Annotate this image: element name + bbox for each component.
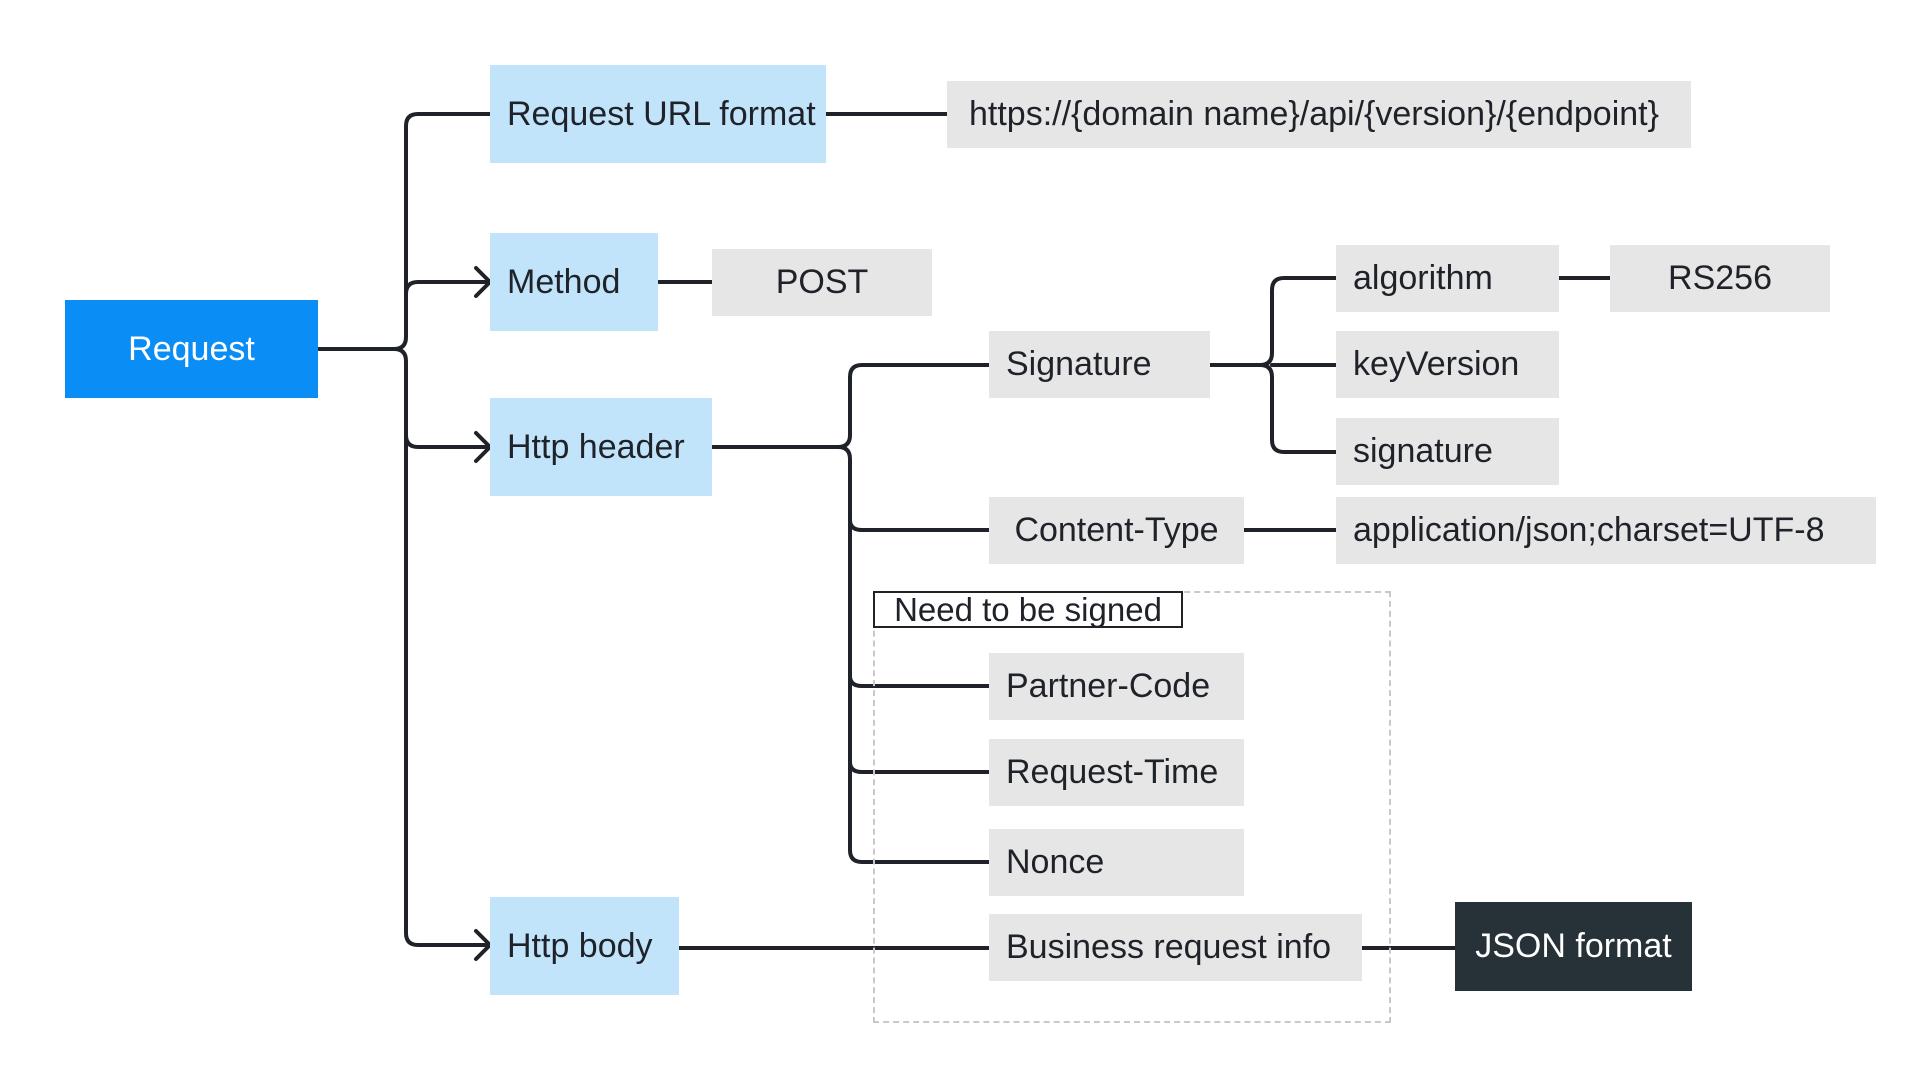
signed-group-title: Need to be signed [873,591,1183,628]
request-time-label: Request-Time [1006,753,1219,791]
connector-root-bottom [392,347,492,947]
method-label: Method [507,262,621,301]
content-type-node[interactable]: Content-Type [989,497,1244,564]
connector-header-down [836,445,991,864]
business-request-info-label: Business request info [1006,928,1332,966]
content-type-value: application/json;charset=UTF-8 [1353,511,1825,549]
http-header-node[interactable]: Http header [490,398,712,496]
business-request-info-node[interactable]: Business request info [989,914,1362,981]
connector-signature-down [1258,363,1338,454]
method-node[interactable]: Method [490,233,658,331]
partner-code-node[interactable]: Partner-Code [989,653,1244,720]
connector-to-method [404,280,492,296]
connector-request-time [848,760,991,774]
root-request-label: Request [128,329,255,368]
key-version-node[interactable]: keyVersion [1336,331,1559,398]
connector-content-type [848,518,991,532]
signature-label: Signature [1006,345,1152,383]
signature-node[interactable]: Signature [989,331,1210,398]
algorithm-label: algorithm [1353,259,1493,297]
root-request-node[interactable]: Request [65,300,318,398]
connector-header-trunk [711,363,991,449]
http-body-node[interactable]: Http body [490,897,679,995]
nonce-node[interactable]: Nonce [989,829,1244,896]
nonce-label: Nonce [1006,843,1105,881]
request-time-node[interactable]: Request-Time [989,739,1244,806]
http-body-label: Http body [507,926,653,965]
key-version-label: keyVersion [1353,345,1520,383]
method-value-node[interactable]: POST [712,249,932,316]
connector-partner-code [848,674,991,688]
signature-field-node[interactable]: signature [1336,418,1559,485]
request-url-format-node[interactable]: Request URL format [490,65,826,163]
json-format-label: JSON format [1475,927,1672,965]
url-format-value: https://{domain name}/api/{version}/{end… [969,95,1659,133]
json-format-node[interactable]: JSON format [1455,902,1692,991]
signature-field-label: signature [1353,432,1493,470]
connector-signature-trunk [1208,276,1338,367]
content-type-value-node[interactable]: application/json;charset=UTF-8 [1336,497,1876,564]
http-header-label: Http header [507,427,685,466]
request-url-format-label: Request URL format [507,94,816,133]
url-format-value-node[interactable]: https://{domain name}/api/{version}/{end… [947,81,1691,148]
connector-to-header [404,433,492,449]
connector-root-trunk [316,112,492,351]
content-type-label: Content-Type [1014,511,1219,549]
partner-code-label: Partner-Code [1006,667,1211,705]
method-value: POST [775,263,869,301]
algorithm-value: RS256 [1668,259,1772,297]
algorithm-value-node[interactable]: RS256 [1610,245,1830,312]
algorithm-node[interactable]: algorithm [1336,245,1559,312]
